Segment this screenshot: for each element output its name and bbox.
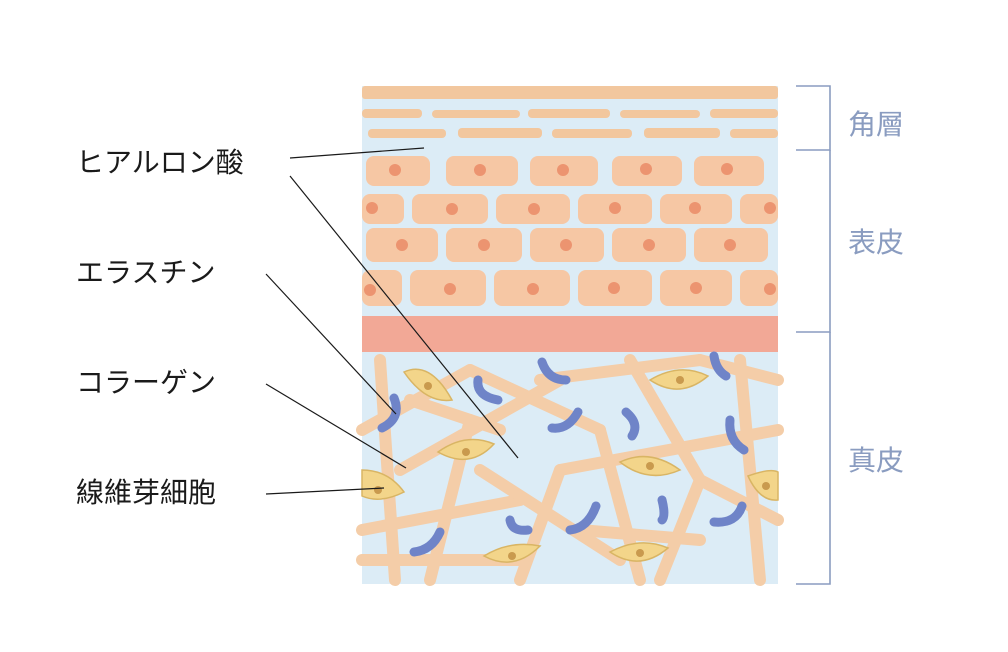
leader-lines (265, 147, 519, 495)
epidermis-layer (362, 156, 778, 306)
bracket-dermis (796, 332, 831, 585)
leader-fibroblast (265, 487, 385, 495)
label-dermis: 真皮 (848, 444, 904, 477)
leader-elastin (265, 273, 397, 415)
label-hyaluronic-acid: ヒアルロン酸 (76, 146, 244, 179)
layer-brackets (796, 85, 831, 585)
basal-layer-band (362, 316, 778, 352)
bracket-epidermis (796, 150, 831, 333)
skin-illustration (356, 86, 784, 586)
stratum-corneum-layer (362, 86, 778, 138)
label-fibroblast: 線維芽細胞 (76, 476, 216, 509)
epidermis-cells (362, 156, 778, 306)
label-collagen: コラーゲン (76, 366, 216, 399)
label-elastin: エラスチン (76, 256, 215, 289)
elastin-fibers (377, 351, 749, 557)
bracket-stratum-corneum (796, 85, 831, 151)
leader-hyaluronic-dermis (289, 175, 519, 459)
cell-nuclei (364, 163, 776, 296)
label-epidermis: 表皮 (848, 226, 904, 259)
leader-hyaluronic-top (289, 147, 425, 159)
leader-collagen (265, 383, 407, 469)
label-stratum-corneum: 角層 (848, 108, 904, 141)
fibroblast-cells (361, 368, 779, 563)
